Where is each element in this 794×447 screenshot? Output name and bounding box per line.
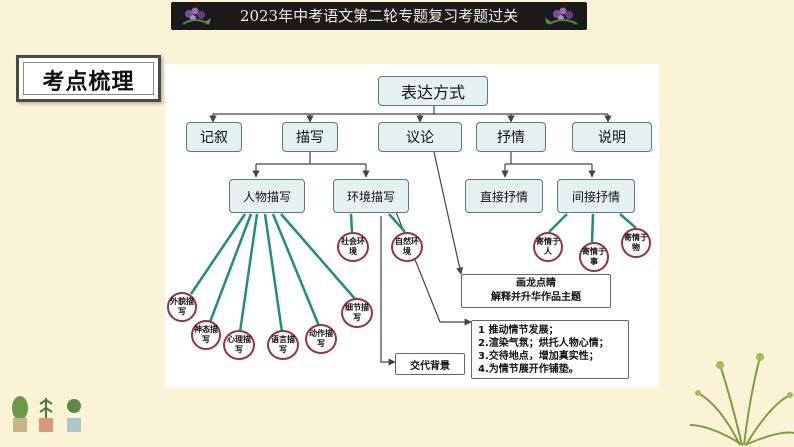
title-strip: 2023年中考语文第二轮专题复习考题过关 xyxy=(171,2,587,30)
node-indirect-lyric: 间接抒情 xyxy=(557,179,635,213)
flower-decoration-right xyxy=(541,2,583,30)
node-direct-lyric: 直接抒情 xyxy=(465,179,543,213)
flower-decoration-left xyxy=(175,2,217,30)
node-exposition: 说明 xyxy=(572,122,652,152)
note-finishing-touch: 画龙点睛 解释并升华作品主题 xyxy=(461,274,611,308)
bubble-emotion-event: 寄情于事 xyxy=(579,242,609,272)
node-environment-description: 环境描写 xyxy=(333,179,409,213)
section-label-frame xyxy=(23,62,154,95)
potted-plants-icon xyxy=(12,396,81,432)
node-narration: 记叙 xyxy=(186,122,242,152)
function-item: 3.交待地点，增加真实性； xyxy=(478,351,599,362)
bubble-appearance: 外貌描写 xyxy=(167,292,197,322)
section-label: 考点梳理 xyxy=(16,55,161,102)
node-character-description: 人物描写 xyxy=(229,179,305,213)
bubble-expression: 神态描写 xyxy=(191,320,221,350)
node-lyric: 抒情 xyxy=(476,122,546,152)
note-background: 交代背景 xyxy=(395,353,465,375)
function-item: 1 推动情节发展； xyxy=(478,325,559,336)
note-finishing-touch-line1: 画龙点睛 xyxy=(516,278,556,289)
page-title: 2023年中考语文第二轮专题复习考题过关 xyxy=(239,7,519,25)
function-item: 4.为情节展开作铺垫。 xyxy=(478,364,579,375)
grass-plant-icon xyxy=(690,353,794,446)
node-description: 描写 xyxy=(282,122,338,152)
bubble-action: 动作描写 xyxy=(305,324,337,354)
bubble-speech: 语言描写 xyxy=(267,330,299,360)
bubble-emotion-object: 寄情于物 xyxy=(621,228,651,258)
diagram-panel: 表达方式 记叙 描写 议论 抒情 说明 人物描写 环境描写 直接抒情 间接抒情 … xyxy=(165,64,659,387)
note-finishing-touch-line2: 解释并升华作品主题 xyxy=(491,292,581,303)
bubble-emotion-person: 寄情于人 xyxy=(533,232,563,262)
root-node: 表达方式 xyxy=(378,76,488,106)
bubble-social-environment: 社会环境 xyxy=(337,232,369,262)
bubble-psychology: 心理描写 xyxy=(223,330,255,360)
section-label-text: 考点梳理 xyxy=(42,70,135,95)
function-item: 2.渲染气氛；烘托人物心情； xyxy=(478,338,609,349)
node-argument: 议论 xyxy=(378,122,462,152)
note-environment-functions: 1 推动情节发展； 2.渲染气氛；烘托人物心情； 3.交待地点，增加真实性； 4… xyxy=(471,320,629,379)
bubble-detail: 细节描写 xyxy=(341,298,373,328)
bubble-natural-environment: 自然环境 xyxy=(391,232,423,262)
header-band: 2023年中考语文第二轮专题复习考题过关 xyxy=(0,0,794,34)
